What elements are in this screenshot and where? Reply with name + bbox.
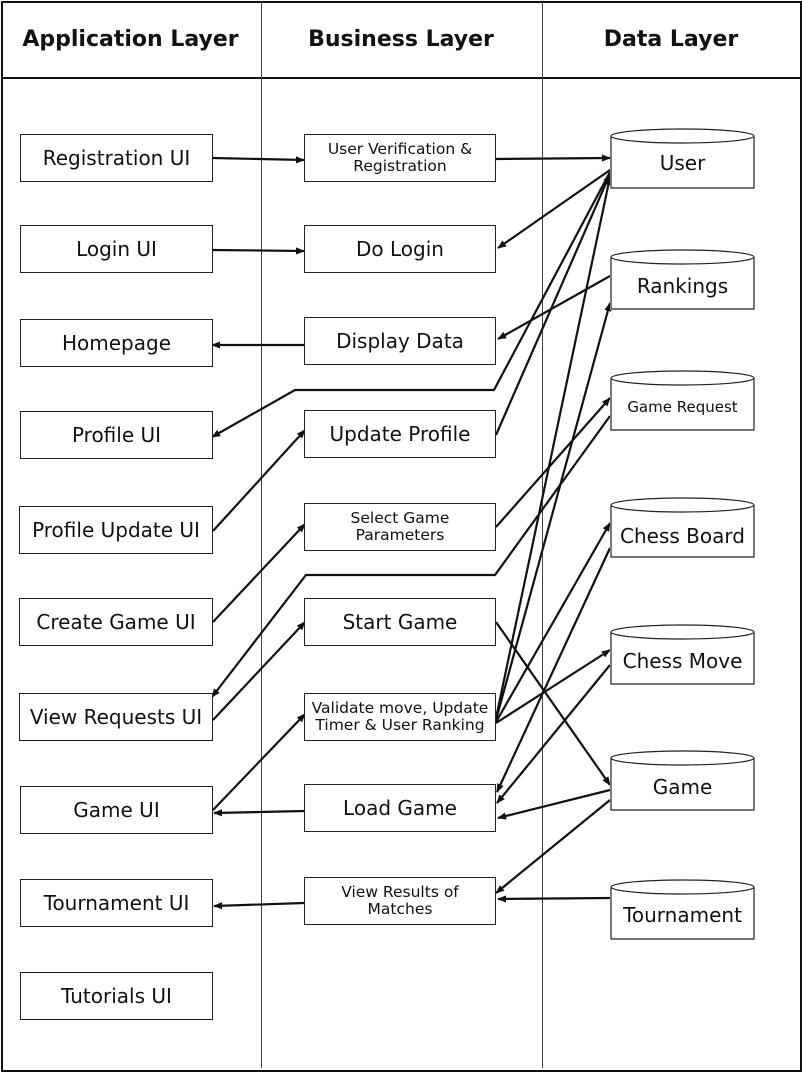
db-chess-board: Chess Board bbox=[610, 497, 755, 558]
db-chess-board-label: Chess Board bbox=[620, 524, 745, 548]
node-profile-ui: Profile UI bbox=[20, 411, 213, 459]
node-validate-move: Validate move, Update Timer & User Ranki… bbox=[304, 693, 496, 741]
node-view-requests-ui: View Requests UI bbox=[19, 693, 213, 741]
node-load-game: Load Game bbox=[304, 784, 496, 832]
db-game-request-label: Game Request bbox=[627, 398, 738, 416]
node-select-game-parameters: Select Game Parameters bbox=[304, 503, 496, 551]
db-game-request: Game Request bbox=[610, 370, 755, 431]
node-create-game-ui: Create Game UI bbox=[19, 598, 213, 646]
db-tournament-label: Tournament bbox=[623, 903, 742, 927]
column-divider-1 bbox=[261, 2, 262, 1068]
db-user: User bbox=[610, 128, 755, 189]
db-game: Game bbox=[610, 750, 755, 811]
node-start-game: Start Game bbox=[304, 598, 496, 646]
db-chess-move: Chess Move bbox=[610, 624, 755, 685]
node-login-ui: Login UI bbox=[20, 225, 213, 273]
data-layer-heading: Data Layer bbox=[603, 26, 739, 52]
node-user-verification-registration: User Verification & Registration bbox=[304, 134, 496, 182]
db-game-label: Game bbox=[652, 775, 713, 799]
business-layer-heading: Business Layer bbox=[308, 26, 494, 52]
node-view-results-of-matches: View Results of Matches bbox=[304, 877, 496, 925]
node-display-data: Display Data bbox=[304, 317, 496, 365]
db-chess-move-label: Chess Move bbox=[622, 649, 743, 673]
db-rankings-label: Rankings bbox=[636, 274, 729, 298]
application-layer-heading: Application Layer bbox=[22, 26, 239, 52]
node-game-ui: Game UI bbox=[20, 786, 213, 834]
db-tournament: Tournament bbox=[610, 879, 755, 940]
column-divider-2 bbox=[542, 2, 543, 1068]
node-tutorials-ui: Tutorials UI bbox=[20, 972, 213, 1020]
node-update-profile: Update Profile bbox=[304, 410, 496, 458]
node-do-login: Do Login bbox=[304, 225, 496, 273]
db-rankings: Rankings bbox=[610, 249, 755, 310]
node-profile-update-ui: Profile Update UI bbox=[19, 506, 213, 554]
node-tournament-ui: Tournament UI bbox=[20, 879, 213, 927]
db-user-label: User bbox=[659, 151, 706, 175]
header-separator bbox=[1, 77, 800, 79]
node-homepage: Homepage bbox=[20, 319, 213, 367]
node-registration-ui: Registration UI bbox=[20, 134, 213, 182]
